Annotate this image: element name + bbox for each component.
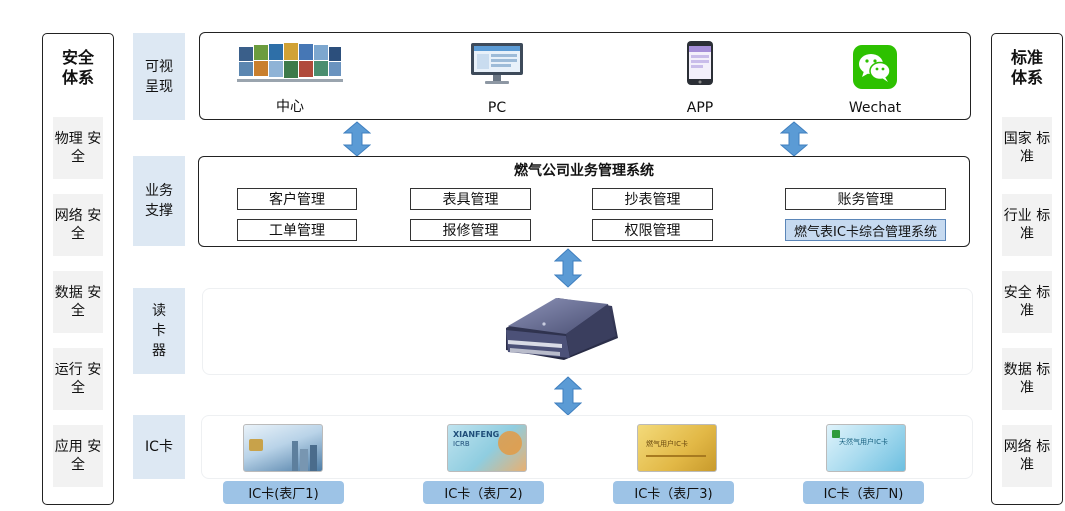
card4-logo-icon [832,430,840,438]
operation-security-item: 运行 安全 [53,348,103,410]
security-system-panel: 安全 体系 物理 安全 网络 安全 数据 安全 运行 安全 应用 安全 [42,33,114,505]
card-building-graphic [292,441,298,471]
ic-card-tag-3: IC卡（表厂3) [613,481,734,504]
presentation-left-arrow [343,121,371,157]
module-reading: 抄表管理 [592,188,713,210]
reader-card-arrow [554,376,582,416]
national-standard-item: 国家 标准 [1002,117,1052,179]
channel-pc: PC [437,33,557,119]
card-building-graphic-2 [300,449,308,471]
network-security-item: 网络 安全 [53,194,103,256]
card2-sub-text: ICRB [453,440,470,448]
card2-sun-graphic [498,431,522,455]
channel-app: APP [640,33,760,119]
channel-wechat: Wechat [815,33,935,119]
channel-center-label: 中心 [276,99,304,115]
data-security-item: 数据 安全 [53,271,103,333]
ic-card-tag-2: IC卡（表厂2) [423,481,544,504]
wechat-icon [853,45,897,89]
ic-card-image-1 [243,424,323,472]
module-billing: 账务管理 [785,188,946,210]
standards-system-panel: 标准 体系 国家 标准 行业 标准 安全 标准 数据 标准 网络 标准 [991,33,1063,505]
ic-card-tag-4: IC卡（表厂N) [803,481,924,504]
card-building-graphic-3 [310,445,317,471]
presentation-row-label: 可视 呈现 [133,33,185,120]
module-meter: 表具管理 [410,188,531,210]
ic-card-row-label: IC卡 [133,415,185,479]
network-standard-item: 网络 标准 [1002,425,1052,487]
ic-card-tag-1: IC卡(表厂1) [223,481,344,504]
industry-standard-item: 行业 标准 [1002,194,1052,256]
module-repair: 报修管理 [410,219,531,241]
channel-wechat-label: Wechat [848,100,902,116]
module-work-order: 工单管理 [237,219,357,241]
channel-center: 中心 [230,33,350,119]
system-reader-arrow [554,248,582,288]
ic-card-image-3: 燃气用户IC卡 [637,424,717,472]
application-security-item: 应用 安全 [53,425,103,487]
ic-card-image-2: XIANFENG ICRB [447,424,527,472]
data-standard-item: 数据 标准 [1002,348,1052,410]
business-system-title: 燃气公司业务管理系统 [514,163,654,179]
physical-security-item: 物理 安全 [53,117,103,179]
security-standard-item: 安全 标准 [1002,271,1052,333]
business-row-label: 业务 支撑 [133,156,185,246]
module-ic-card-system: 燃气表IC卡综合管理系统 [785,219,946,241]
security-system-title: 安全 体系 [61,48,94,87]
presentation-frame: 中心 PC APP [199,32,971,120]
card2-brand-text: XIANFENG [453,430,500,439]
card-reader-device [506,298,618,360]
module-customer: 客户管理 [237,188,357,210]
reader-row-label: 读 卡 器 [133,288,185,374]
card3-title-text: 燃气用户IC卡 [646,440,688,448]
card4-title-text: 天然气用户IC卡 [839,438,888,446]
standards-system-title: 标准 体系 [1010,48,1043,87]
module-permission: 权限管理 [592,219,713,241]
presentation-right-arrow [780,121,808,157]
card3-stripe [646,455,706,457]
channel-pc-label: PC [487,100,507,116]
smartphone-icon [687,41,713,85]
card-chip-icon [249,439,263,451]
ic-card-image-4: 天然气用户IC卡 [826,424,906,472]
channel-app-label: APP [686,100,714,116]
video-wall-icon [237,43,343,82]
desktop-monitor-icon [471,43,523,84]
